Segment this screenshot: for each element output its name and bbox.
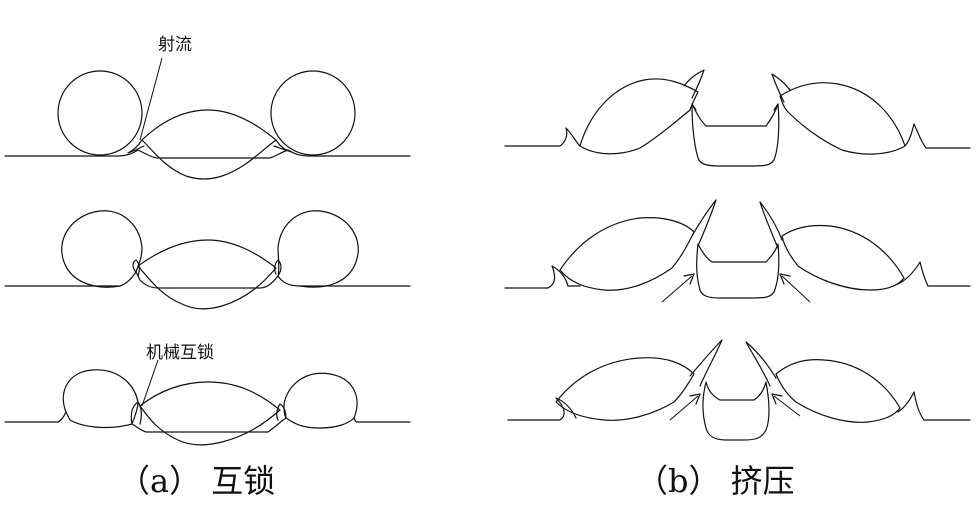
particle-right xyxy=(283,372,358,419)
substrate-line-right xyxy=(904,123,971,149)
jet-right xyxy=(759,201,783,249)
interlock-leader-line xyxy=(141,359,159,407)
splat-center xyxy=(702,381,770,441)
substrate-line-left xyxy=(507,397,577,421)
compression-arrow-right xyxy=(773,395,801,417)
splat-center xyxy=(691,103,780,167)
jet-left xyxy=(127,139,145,154)
jet-left xyxy=(683,69,705,99)
particle-right xyxy=(277,210,359,288)
splat-center-jets xyxy=(691,103,779,111)
particle-left xyxy=(57,70,143,156)
compression-arrow-left xyxy=(669,395,699,421)
panel-b-row-3 xyxy=(507,339,971,441)
arrowhead-left xyxy=(689,393,701,405)
panel-a-row-2 xyxy=(4,210,411,310)
panel-b: （b） 挤压 xyxy=(504,69,971,500)
interlock-left xyxy=(132,259,140,277)
panel-b-row-2 xyxy=(504,199,971,303)
interlock-right xyxy=(274,259,282,277)
jet-right xyxy=(771,73,791,103)
splat-right xyxy=(781,224,905,291)
jet-right xyxy=(273,139,293,153)
substrate-line-left xyxy=(504,265,581,289)
substrate-line-right xyxy=(897,391,971,421)
arrowhead-right xyxy=(779,273,791,285)
panel-a: 射流 机械互锁 （a） 互锁 xyxy=(4,35,411,500)
particle-left xyxy=(62,369,139,425)
panel-b-caption: （b） 挤压 xyxy=(636,462,795,500)
splat-left xyxy=(559,217,695,291)
splat-center xyxy=(137,239,277,310)
jet-right xyxy=(745,341,777,387)
particle-left xyxy=(61,210,143,288)
substrate-line xyxy=(4,149,411,159)
interlock-right xyxy=(276,403,287,421)
substrate-line-left xyxy=(504,127,581,147)
splat-right xyxy=(775,359,901,423)
compression-arrow-left xyxy=(661,275,693,303)
panel-b-row-1 xyxy=(504,69,971,167)
particle-right xyxy=(270,70,356,156)
arrowhead-left xyxy=(683,273,695,285)
mechanical-interlock-label: 机械互锁 xyxy=(146,343,214,363)
splat-right xyxy=(779,82,906,155)
substrate-line xyxy=(4,411,411,433)
interlock-left xyxy=(130,401,142,425)
compression-arrow-right xyxy=(781,275,811,303)
panel-a-row-3: 机械互锁 xyxy=(4,343,411,446)
splat-center xyxy=(139,381,281,446)
splat-left xyxy=(555,357,695,421)
panel-a-caption: （a） 互锁 xyxy=(118,462,275,500)
splat-center xyxy=(696,243,780,299)
jet-label: 射流 xyxy=(158,35,192,55)
jet-leader-line xyxy=(139,57,163,141)
splat-left xyxy=(579,78,699,155)
arrowhead-right xyxy=(771,393,783,405)
jet-left xyxy=(689,339,723,387)
panel-a-row-1: 射流 xyxy=(4,35,411,180)
jet-left xyxy=(691,199,717,247)
splat-center xyxy=(141,109,277,180)
substrate-line-right xyxy=(897,261,971,287)
